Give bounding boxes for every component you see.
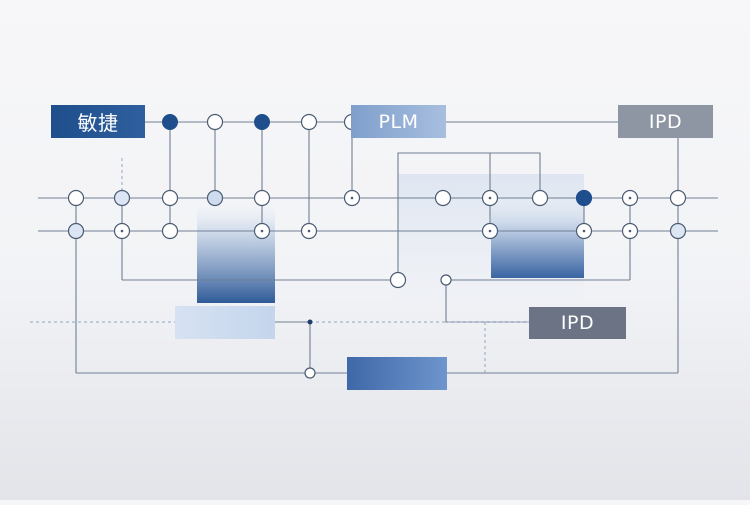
plm-box: PLM [351,105,446,138]
junction-dot [307,319,313,325]
plm-label: PLM [378,110,419,133]
node-small [304,367,316,379]
ipd-box-top: IPD [618,105,713,138]
ipd-label-bottom: IPD [560,312,595,334]
shaded-panel-right [491,200,584,278]
node [67,189,85,207]
node-center-dot [260,229,264,233]
node [161,222,179,240]
node [669,222,687,240]
node [206,113,224,131]
node [67,222,85,240]
node [389,271,407,289]
node-filled [162,114,178,130]
node-center-dot [628,196,632,200]
agile-label: 敏捷 [77,111,119,135]
node [161,189,179,207]
ipd-label-top: IPD [648,110,683,133]
node-center-dot [628,229,632,233]
node-filled [254,114,270,130]
node [434,189,452,207]
ipd-box-bottom: IPD [529,307,626,339]
node [531,189,549,207]
node [253,189,271,207]
node-center-dot [488,229,492,233]
blue-gradient-box [347,357,447,390]
shaded-panel-left [197,195,275,303]
node-small [440,274,452,286]
node [300,113,318,131]
node-center-dot [350,196,354,200]
bracket-line [397,152,541,280]
node-center-dot [488,196,492,200]
node-center-dot [307,229,311,233]
node [206,189,224,207]
ipd-lower-link [445,280,529,323]
node-center-dot [120,229,124,233]
light-blue-box [175,306,275,339]
node [113,189,131,207]
node [669,189,687,207]
node-filled [575,189,593,207]
node-center-dot [582,229,586,233]
agile-box: 敏捷 [51,105,145,138]
